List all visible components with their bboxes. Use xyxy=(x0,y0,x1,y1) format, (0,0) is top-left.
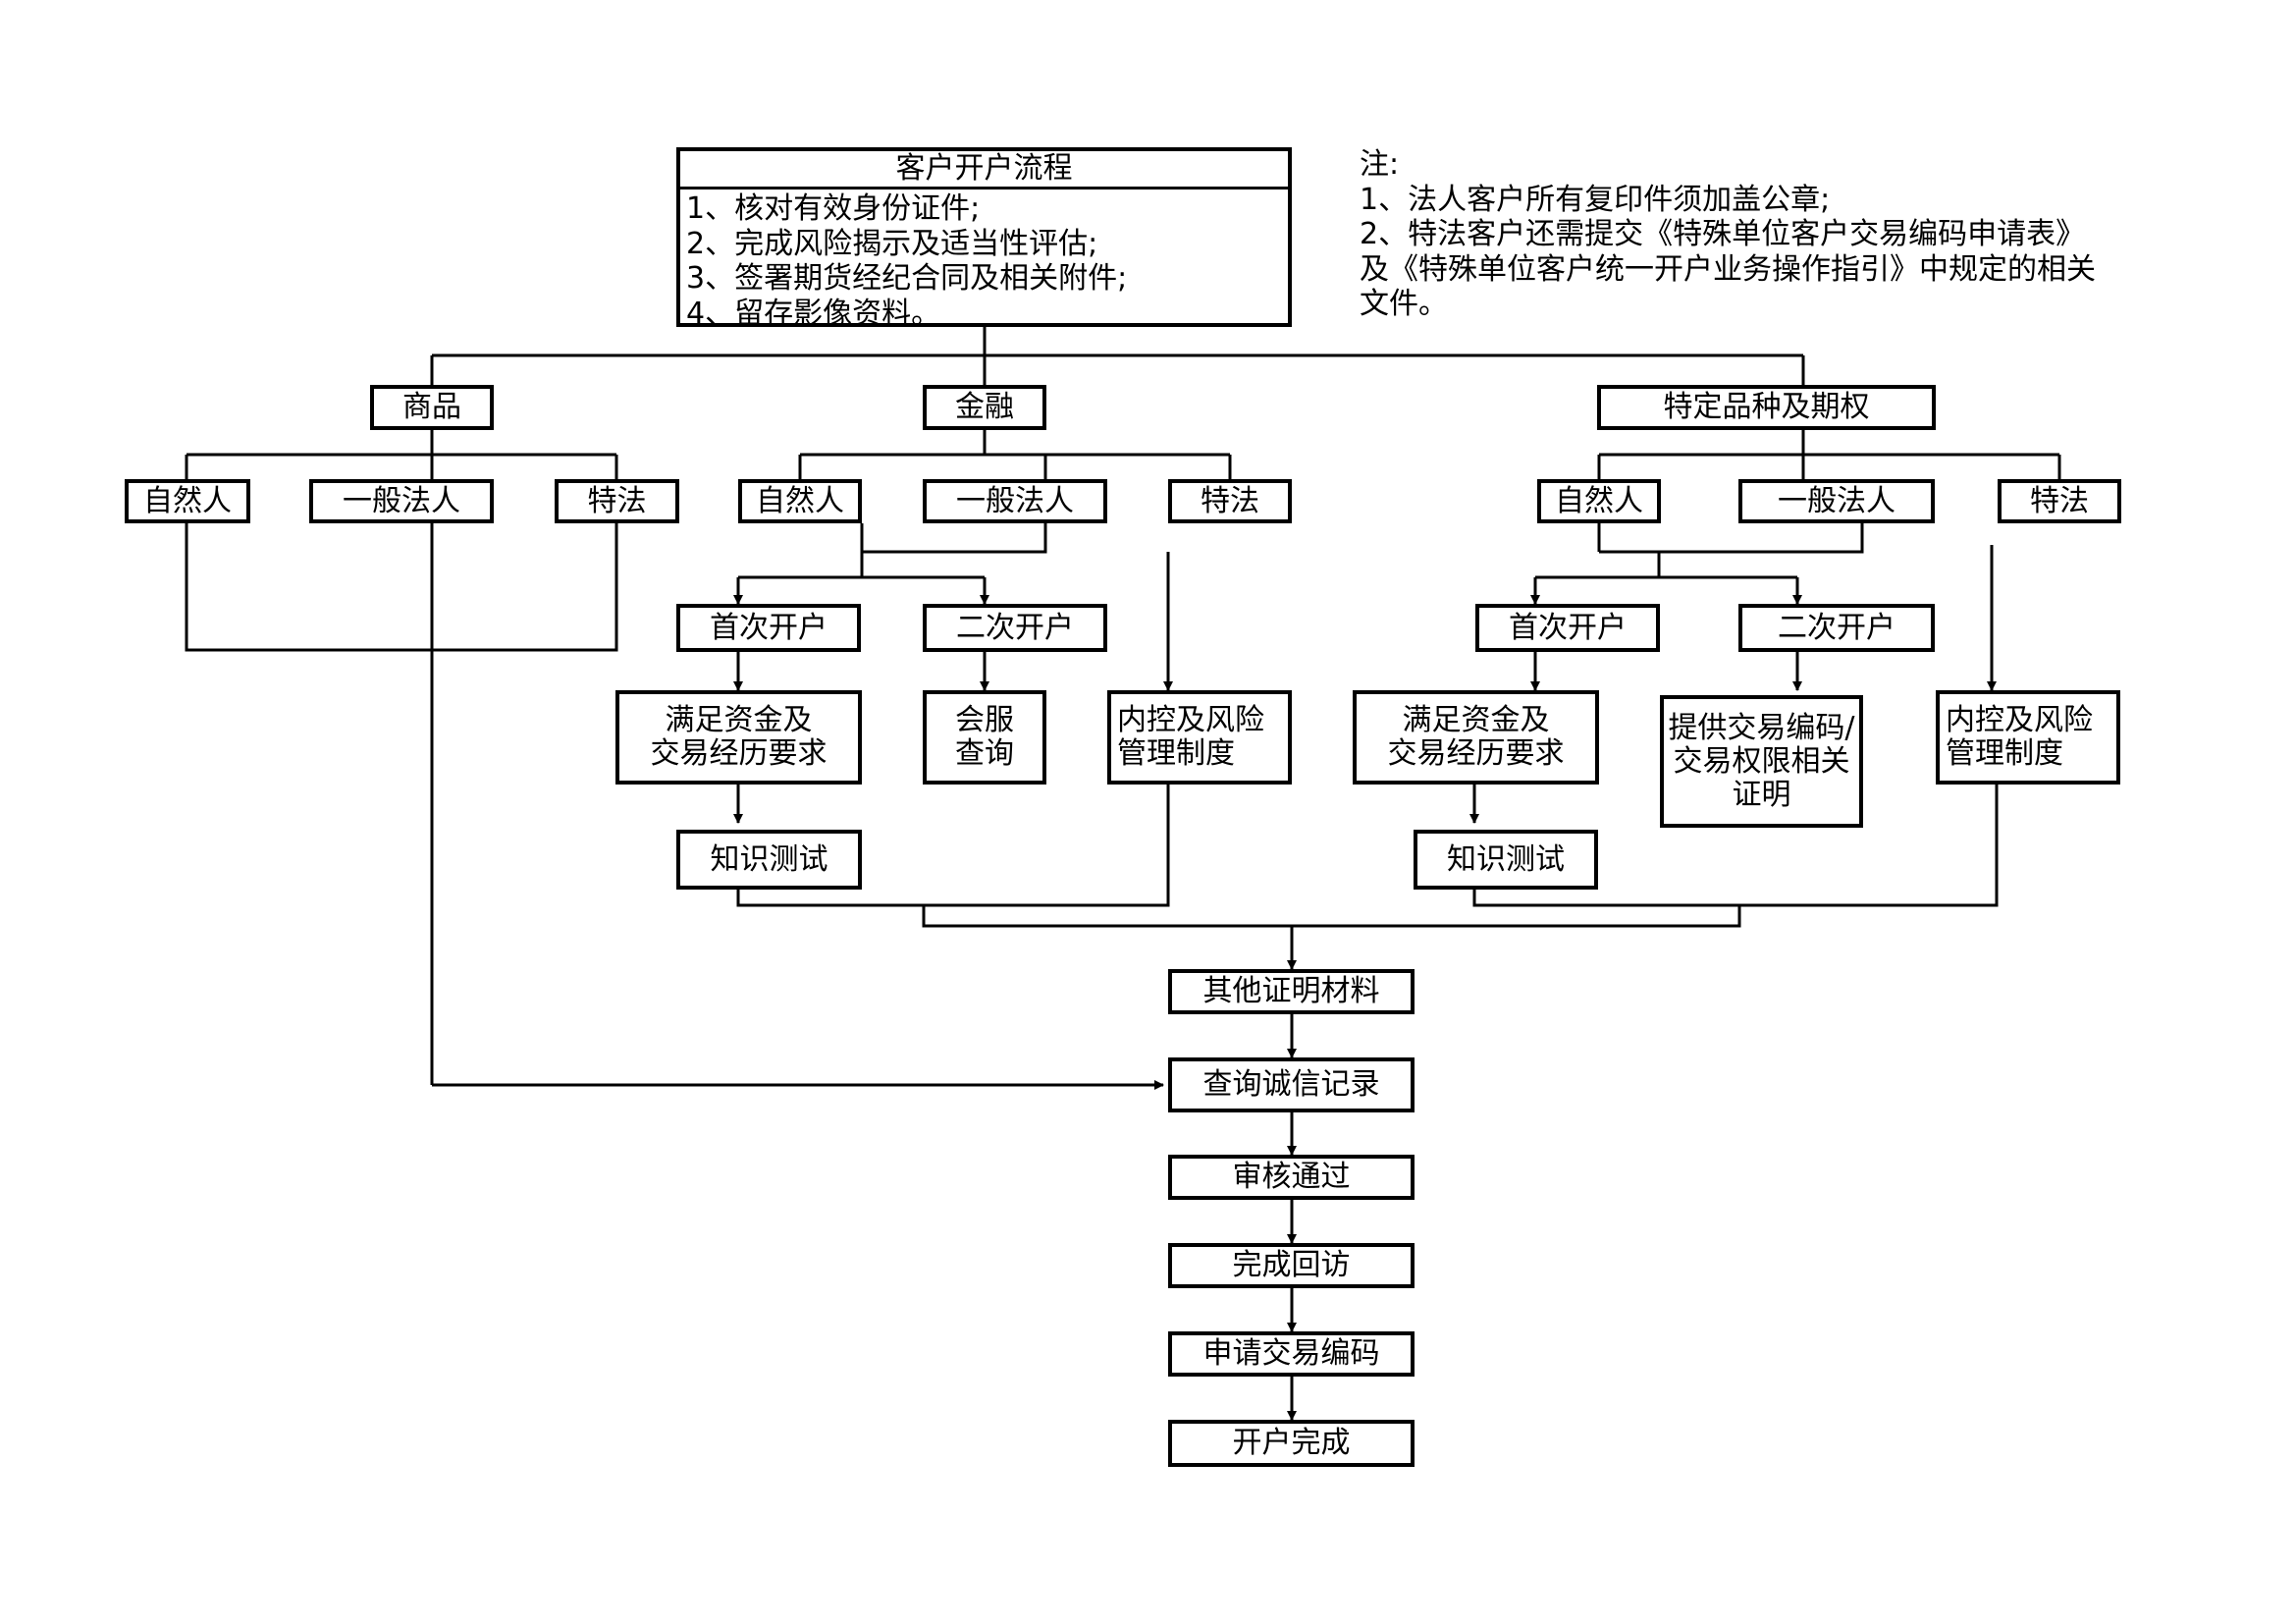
review-passed: 审核通过 xyxy=(1168,1155,1415,1200)
specific-general-legal: 一般法人 xyxy=(1738,479,1935,523)
finance-funds-requirement: 满足资金及 交易经历要求 xyxy=(615,690,862,785)
finance-general-legal: 一般法人 xyxy=(923,479,1107,523)
connector-commodity-loop xyxy=(185,523,618,652)
finance-internal-control: 内控及风险 管理制度 xyxy=(1107,690,1292,785)
note-line: 2、特法客户还需提交《特殊单位客户交易编码申请表》 xyxy=(1360,217,2086,251)
commodity-natural-person: 自然人 xyxy=(125,479,250,523)
connector-specific-merge xyxy=(1597,523,1864,554)
connector-specific-bottom xyxy=(1472,785,1999,907)
process-step: 2、完成风险揭示及适当性评估; xyxy=(686,226,1098,261)
other-documents: 其他证明材料 xyxy=(1168,969,1415,1014)
process-steps: 1、核对有效身份证件; 2、完成风险揭示及适当性评估; 3、签署期货经纪合同及相… xyxy=(680,189,1288,331)
connector-commodity-types xyxy=(185,430,618,479)
finance-special-legal: 特法 xyxy=(1168,479,1292,523)
specific-first-open: 首次开户 xyxy=(1475,604,1660,652)
specific-funds-requirement: 满足资金及 交易经历要求 xyxy=(1353,690,1599,785)
category-finance: 金融 xyxy=(923,385,1046,430)
finance-member-query: 会服 查询 xyxy=(923,690,1046,785)
finance-natural-person: 自然人 xyxy=(738,479,862,523)
specific-trading-code-proof: 提供交易编码/ 交易权限相关 证明 xyxy=(1660,695,1863,828)
connector-finance-types xyxy=(798,430,1232,479)
process-title: 客户开户流程 xyxy=(680,151,1288,189)
finance-knowledge-test: 知识测试 xyxy=(676,830,862,890)
note-line: 文件。 xyxy=(1360,287,1448,321)
specific-natural-person: 自然人 xyxy=(1537,479,1661,523)
specific-knowledge-test: 知识测试 xyxy=(1414,830,1598,890)
process-step: 1、核对有效身份证件; xyxy=(686,191,981,226)
connector-final-merge xyxy=(922,905,1741,928)
specific-internal-control: 内控及风险 管理制度 xyxy=(1936,690,2120,785)
notes-block: 注: 1、法人客户所有复印件须加盖公章; 2、特法客户还需提交《特殊单位客户交易… xyxy=(1360,147,2145,322)
process-step: 4、留存影像资料。 xyxy=(686,296,941,331)
category-specific-options: 特定品种及期权 xyxy=(1597,385,1936,430)
credit-record-query: 查询诚信记录 xyxy=(1168,1057,1415,1112)
account-opening-complete: 开户完成 xyxy=(1168,1420,1415,1467)
connector-specific-types xyxy=(1597,430,2061,479)
apply-trading-code: 申请交易编码 xyxy=(1168,1331,1415,1377)
connector-finance-bottom xyxy=(736,785,1170,907)
finance-first-open: 首次开户 xyxy=(676,604,861,652)
finance-second-open: 二次开户 xyxy=(923,604,1107,652)
process-step: 3、签署期货经纪合同及相关附件; xyxy=(686,261,1128,296)
note-line: 注: xyxy=(1360,147,1400,182)
connector-specific-split xyxy=(1535,552,1797,579)
note-line: 1、法人客户所有复印件须加盖公章; xyxy=(1360,182,1831,217)
category-commodity: 商品 xyxy=(370,385,494,430)
commodity-general-legal: 一般法人 xyxy=(309,479,494,523)
connector-finance-split xyxy=(738,552,985,579)
specific-second-open: 二次开户 xyxy=(1738,604,1935,652)
connector-finance-merge xyxy=(860,523,1047,554)
account-opening-process-box: 客户开户流程 1、核对有效身份证件; 2、完成风险揭示及适当性评估; 3、签署期… xyxy=(676,147,1292,331)
specific-special-legal: 特法 xyxy=(1998,479,2121,523)
callback-completed: 完成回访 xyxy=(1168,1243,1415,1288)
commodity-special-legal: 特法 xyxy=(555,479,679,523)
note-line: 及《特殊单位客户统一开户业务操作指引》中规定的相关 xyxy=(1360,251,2096,287)
